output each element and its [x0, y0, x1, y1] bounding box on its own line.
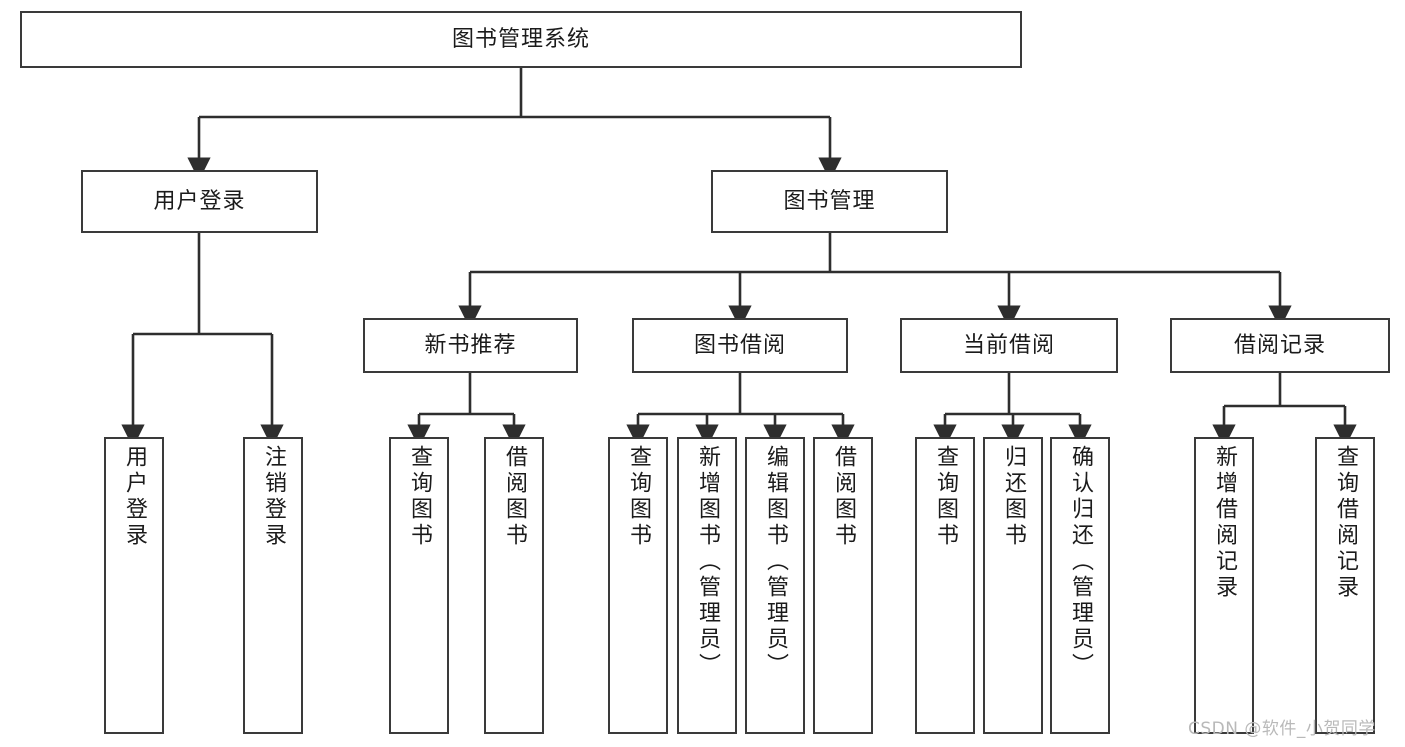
- leaf-confirm-return-admin[interactable]: 确认归还（管理员）: [1050, 437, 1110, 734]
- leaf-user-login[interactable]: 用户登录: [104, 437, 164, 734]
- node-user-login[interactable]: 用户登录: [81, 170, 318, 233]
- node-current-borrow[interactable]: 当前借阅: [900, 318, 1118, 373]
- node-borrow-record[interactable]: 借阅记录: [1170, 318, 1390, 373]
- node-new-book-recommend[interactable]: 新书推荐: [363, 318, 578, 373]
- leaf-borrow-book-label: 借阅图书: [831, 445, 856, 549]
- node-borrow-record-label: 借阅记录: [1233, 332, 1326, 358]
- leaf-add-borrow-record[interactable]: 新增借阅记录: [1194, 437, 1254, 734]
- leaf-query-book-label: 查询图书: [626, 445, 651, 549]
- leaf-add-borrow-record-label: 新增借阅记录: [1212, 445, 1237, 601]
- leaf-return-book[interactable]: 归还图书: [983, 437, 1043, 734]
- node-book-borrow[interactable]: 图书借阅: [632, 318, 848, 373]
- leaf-return-book-label: 归还图书: [1001, 445, 1026, 549]
- leaf-query-book-recommend-label: 查询图书: [407, 445, 432, 549]
- leaf-confirm-return-admin-label: 确认归还（管理员）: [1068, 445, 1093, 679]
- leaf-borrow-book-recommend-label: 借阅图书: [502, 445, 527, 549]
- node-book-management[interactable]: 图书管理: [711, 170, 948, 233]
- node-root[interactable]: 图书管理系统: [20, 11, 1022, 68]
- node-user-login-label: 用户登录: [153, 188, 246, 214]
- node-book-management-label: 图书管理: [783, 188, 876, 214]
- leaf-query-book-recommend[interactable]: 查询图书: [389, 437, 449, 734]
- leaf-user-login-label: 用户登录: [122, 445, 147, 549]
- node-current-borrow-label: 当前借阅: [962, 332, 1055, 358]
- leaf-add-book-admin[interactable]: 新增图书（管理员）: [677, 437, 737, 734]
- leaf-edit-book-admin[interactable]: 编辑图书（管理员）: [745, 437, 805, 734]
- leaf-query-book-current-label: 查询图书: [933, 445, 958, 549]
- node-book-borrow-label: 图书借阅: [693, 332, 786, 358]
- leaf-edit-book-admin-label: 编辑图书（管理员）: [763, 445, 788, 679]
- leaf-query-borrow-record-label: 查询借阅记录: [1333, 445, 1358, 601]
- node-new-book-recommend-label: 新书推荐: [424, 332, 517, 358]
- leaf-logout-label: 注销登录: [261, 445, 286, 549]
- leaf-borrow-book-recommend[interactable]: 借阅图书: [484, 437, 544, 734]
- leaf-query-borrow-record[interactable]: 查询借阅记录: [1315, 437, 1375, 734]
- node-root-label: 图书管理系统: [451, 26, 590, 52]
- leaf-query-book-current[interactable]: 查询图书: [915, 437, 975, 734]
- leaf-borrow-book[interactable]: 借阅图书: [813, 437, 873, 734]
- leaf-logout[interactable]: 注销登录: [243, 437, 303, 734]
- leaf-add-book-admin-label: 新增图书（管理员）: [695, 445, 720, 679]
- leaf-query-book[interactable]: 查询图书: [608, 437, 668, 734]
